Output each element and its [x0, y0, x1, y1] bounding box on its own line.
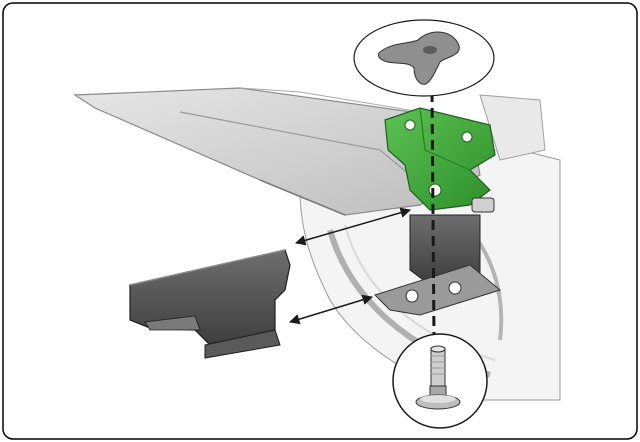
- assembly-arrow-upper: [294, 207, 412, 246]
- knob-callout: [353, 19, 495, 97]
- assembly-arrow-lower: [288, 294, 374, 325]
- carriage-bolt-icon: [415, 345, 461, 410]
- green-bracket: [384, 107, 496, 211]
- fastening-axis: [430, 91, 436, 339]
- bolt-callout: [392, 333, 488, 429]
- mounted-plate: [374, 197, 502, 316]
- star-knob-icon: [377, 31, 460, 85]
- detached-plate: [129, 249, 291, 359]
